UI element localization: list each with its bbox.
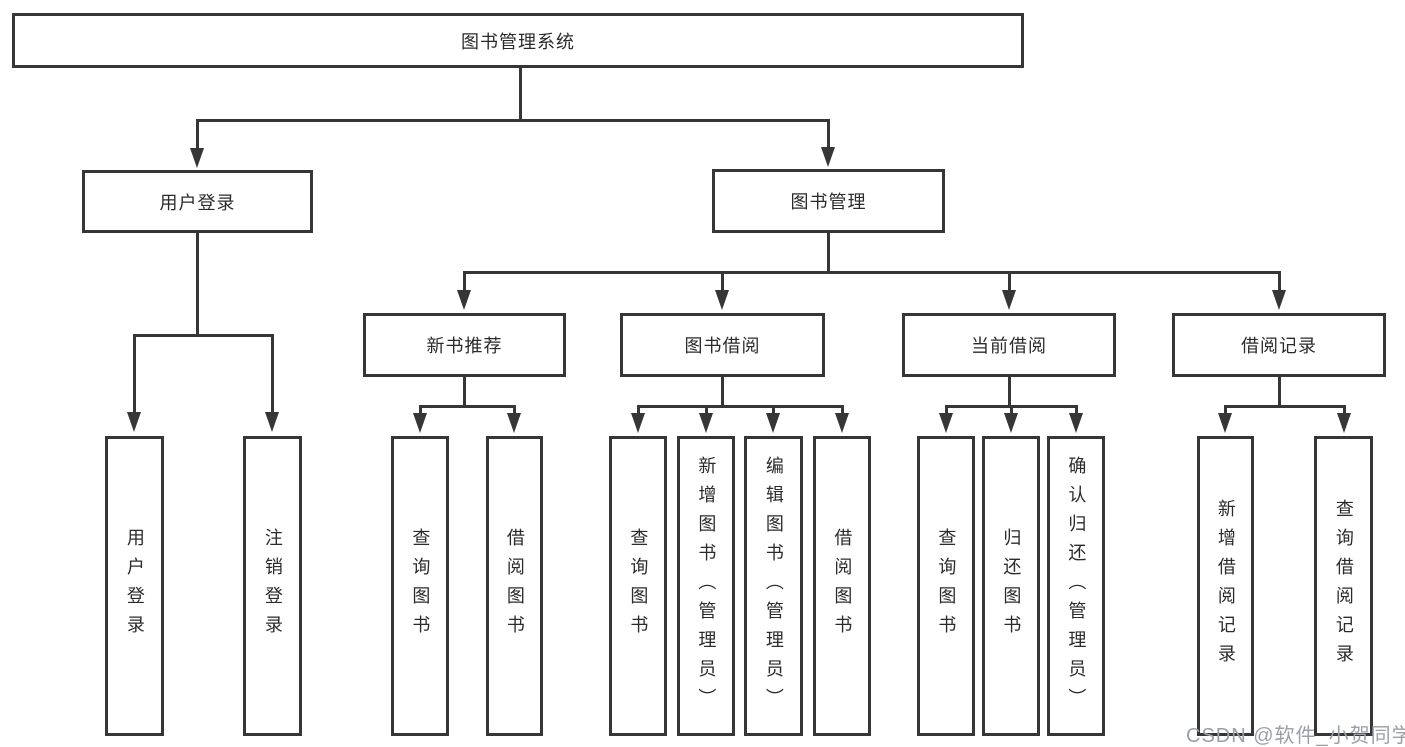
connector-line	[196, 233, 199, 337]
connector-line	[463, 377, 466, 408]
connector-line	[419, 405, 422, 416]
leaf-label: 借阅图书	[832, 528, 853, 644]
leaf-label: 编辑图书（管理员）	[763, 455, 784, 717]
arrow-down-icon	[699, 413, 713, 433]
leaf-label: 新增图书（管理员）	[696, 455, 717, 717]
connector-line	[1008, 377, 1011, 408]
arrow-down-icon	[631, 413, 645, 433]
node-book-management: 图书管理	[712, 169, 945, 233]
connector-line	[419, 405, 516, 408]
connector-line	[133, 334, 274, 337]
arrow-down-icon	[715, 290, 729, 310]
leaf-borrow-edit-books-admin: 编辑图书（管理员）	[744, 436, 803, 736]
leaf-user-login: 用户登录	[105, 436, 164, 736]
leaf-label: 借阅图书	[504, 528, 525, 644]
arrow-down-icon	[1069, 413, 1083, 433]
node-library-system: 图书管理系统	[12, 13, 1024, 68]
node-book-borrow: 图书借阅	[620, 313, 825, 377]
leaf-label: 新增借阅记录	[1215, 499, 1236, 673]
connector-line	[1278, 271, 1281, 292]
connector-line	[1343, 405, 1346, 416]
leaf-recommend-borrow-books: 借阅图书	[486, 436, 543, 736]
connector-line	[841, 405, 844, 416]
connector-line	[1010, 405, 1013, 416]
arrow-down-icon	[413, 413, 427, 433]
leaf-label: 注销登录	[262, 528, 283, 644]
leaf-logout: 注销登录	[243, 436, 302, 736]
arrow-down-icon	[766, 413, 780, 433]
leaf-borrow-borrow-books: 借阅图书	[813, 436, 871, 736]
node-current-borrow: 当前借阅	[902, 313, 1116, 377]
connector-line	[827, 233, 830, 274]
connector-line	[463, 271, 1281, 274]
arrow-down-icon	[127, 412, 141, 432]
leaf-records-add-record: 新增借阅记录	[1197, 436, 1254, 736]
connector-line	[463, 271, 466, 292]
arrow-down-icon	[1218, 413, 1232, 433]
leaf-label: 查询图书	[628, 528, 649, 644]
node-new-book-recommend: 新书推荐	[363, 313, 566, 377]
connector-line	[1278, 377, 1281, 408]
arrow-down-icon	[835, 413, 849, 433]
connector-line	[1008, 271, 1011, 292]
leaf-label: 确认归还（管理员）	[1066, 455, 1087, 717]
node-user-login: 用户登录	[82, 170, 313, 233]
csdn-watermark: CSDN @软件_小贺同学	[1186, 725, 1405, 747]
leaf-current-query-books: 查询图书	[917, 436, 975, 736]
arrow-down-icon	[821, 147, 835, 167]
arrow-down-icon	[1272, 290, 1286, 310]
connector-line	[196, 119, 199, 150]
leaf-records-query-record: 查询借阅记录	[1314, 436, 1373, 736]
arrow-down-icon	[190, 148, 204, 168]
connector-line	[945, 405, 948, 416]
connector-line	[1224, 405, 1345, 408]
leaf-recommend-query-books: 查询图书	[391, 436, 449, 736]
connector-line	[637, 405, 640, 416]
leaf-label: 用户登录	[124, 528, 145, 644]
connector-line	[196, 119, 830, 122]
leaf-borrow-query-books: 查询图书	[609, 436, 667, 736]
arrow-down-icon	[1004, 413, 1018, 433]
connector-line	[133, 334, 136, 414]
connector-line	[772, 405, 775, 416]
leaf-label: 查询图书	[936, 528, 957, 644]
leaf-current-confirm-return-admin: 确认归还（管理员）	[1047, 436, 1105, 736]
connector-line	[637, 405, 844, 408]
connector-line	[519, 68, 522, 121]
arrow-down-icon	[507, 413, 521, 433]
connector-line	[1075, 405, 1078, 416]
leaf-label: 归还图书	[1001, 528, 1022, 644]
leaf-borrow-add-books-admin: 新增图书（管理员）	[677, 436, 735, 736]
connector-line	[721, 377, 724, 408]
arrow-down-icon	[1337, 413, 1351, 433]
arrow-down-icon	[457, 290, 471, 310]
connector-line	[513, 405, 516, 416]
arrow-down-icon	[265, 412, 279, 432]
connector-line	[705, 405, 708, 416]
connector-line	[721, 271, 724, 292]
arrow-down-icon	[939, 413, 953, 433]
leaf-label: 查询图书	[410, 528, 431, 644]
connector-line	[1224, 405, 1227, 416]
connector-line	[271, 334, 274, 414]
leaf-current-return-books: 归还图书	[982, 436, 1040, 736]
arrow-down-icon	[1002, 290, 1016, 310]
connector-line	[827, 119, 830, 150]
leaf-label: 查询借阅记录	[1333, 499, 1354, 673]
node-borrow-records: 借阅记录	[1172, 313, 1386, 377]
